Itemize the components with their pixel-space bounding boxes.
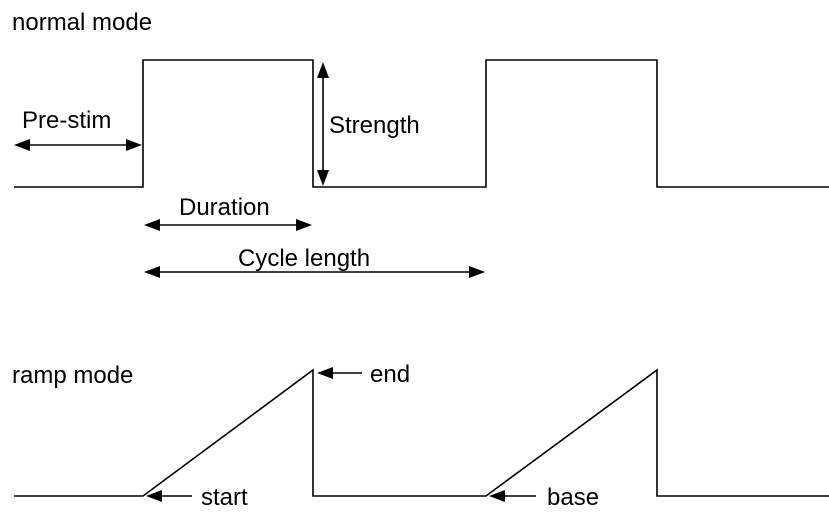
pre-stim-label: Pre-stim bbox=[22, 107, 111, 134]
start-label: start bbox=[201, 484, 248, 511]
ramp-waveform bbox=[14, 368, 829, 497]
duration-label: Duration bbox=[179, 194, 270, 221]
normal-mode-title: normal mode bbox=[12, 9, 152, 36]
ramp-mode-title: ramp mode bbox=[12, 362, 133, 389]
cycle-length-label: Cycle length bbox=[238, 245, 370, 272]
square-pulse-waveform bbox=[14, 59, 829, 188]
strength-arrow bbox=[317, 62, 329, 186]
pre-stim-arrow bbox=[14, 139, 142, 151]
strength-label: Strength bbox=[329, 112, 420, 139]
end-label: end bbox=[370, 361, 410, 388]
base-label: base bbox=[547, 484, 599, 511]
base-arrow bbox=[489, 490, 536, 502]
cycle-length-arrow bbox=[144, 266, 485, 278]
start-arrow bbox=[146, 490, 192, 502]
normal-mode-panel: normal mode Pre-stim Strength Duration bbox=[12, 9, 829, 278]
duration-arrow bbox=[144, 219, 312, 231]
end-arrow bbox=[317, 367, 362, 379]
ramp-mode-panel: ramp mode end start base bbox=[12, 361, 829, 511]
